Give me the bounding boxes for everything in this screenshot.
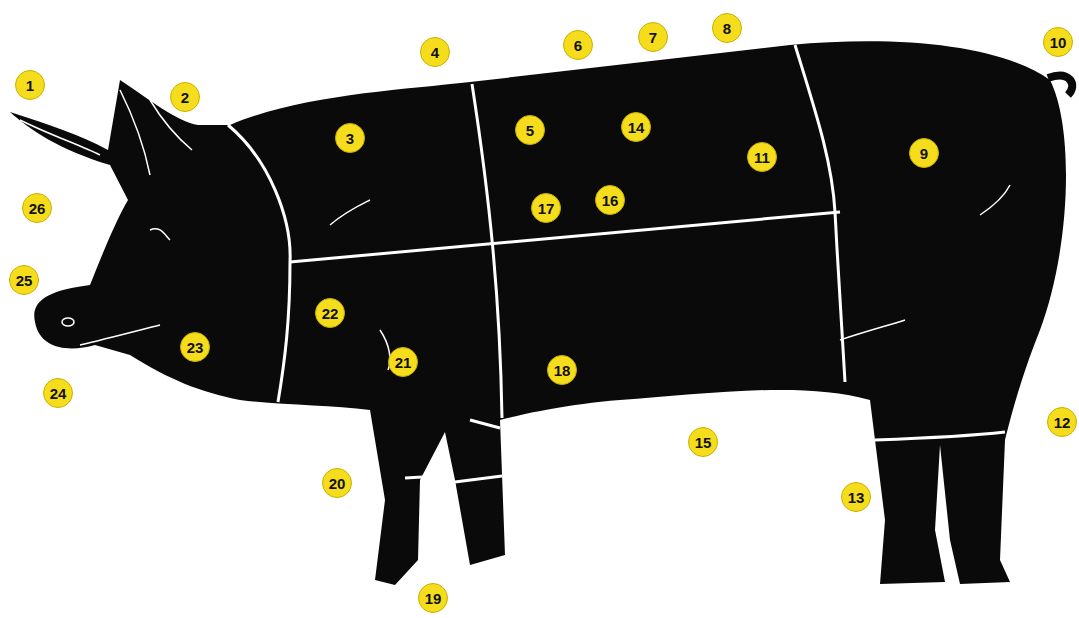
cut-lines — [228, 45, 1005, 482]
callout-number: 26 — [22, 193, 52, 223]
callout-number: 11 — [747, 142, 777, 172]
callout-number: 12 — [1047, 407, 1077, 437]
callout-number: 24 — [43, 378, 73, 408]
callout-number: 18 — [547, 355, 577, 385]
callout-number: 3 — [335, 123, 365, 153]
callout-number: 13 — [841, 482, 871, 512]
callout-number: 23 — [180, 332, 210, 362]
callout-number: 1 — [15, 70, 45, 100]
callout-number: 10 — [1043, 27, 1073, 57]
pig-tail — [1048, 76, 1072, 95]
pig-silhouette — [10, 41, 1066, 585]
callout-number: 15 — [688, 427, 718, 457]
callout-number: 5 — [515, 115, 545, 145]
callout-number: 16 — [595, 185, 625, 215]
callout-number: 14 — [621, 112, 651, 142]
callout-number: 25 — [9, 265, 39, 295]
callout-number: 8 — [712, 13, 742, 43]
callout-number: 6 — [563, 30, 593, 60]
callout-number: 20 — [322, 468, 352, 498]
callout-number: 17 — [531, 193, 561, 223]
callout-number: 22 — [315, 298, 345, 328]
callout-number: 19 — [418, 583, 448, 613]
detail-lines — [20, 90, 1010, 370]
callout-number: 4 — [420, 37, 450, 67]
callout-number: 2 — [170, 82, 200, 112]
callout-number: 9 — [909, 138, 939, 168]
callout-number: 21 — [388, 347, 418, 377]
callout-number: 7 — [638, 22, 668, 52]
